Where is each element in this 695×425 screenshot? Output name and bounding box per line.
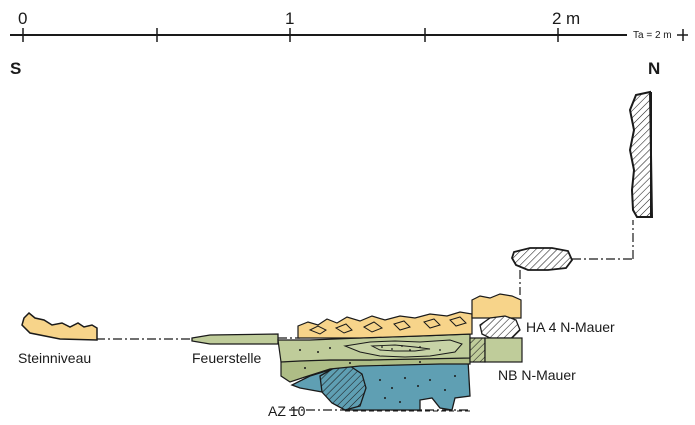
north-wall: [628, 90, 654, 218]
scale-label-0: 0: [18, 9, 27, 28]
ha4-lower-hatch: [469, 337, 486, 363]
upper-stone: [511, 247, 574, 271]
ha4-yellow: [471, 293, 522, 319]
nb-green-block: [484, 337, 523, 363]
az10-stone: [319, 365, 367, 411]
scale-label-unit: m: [566, 9, 580, 28]
ha4-wall: [469, 293, 523, 363]
green-lens-inner: [370, 344, 431, 352]
scale-bar: 0 1 2 m Ta = 2 m: [10, 9, 688, 42]
blue-dots: [379, 375, 456, 403]
ha4-stone-hatch: [479, 315, 521, 339]
orientation-south: S: [10, 59, 21, 78]
label-nb: NB N-Mauer: [498, 367, 576, 383]
profile: [277, 311, 473, 412]
label-ha4: HA 4 N-Mauer: [526, 319, 615, 335]
scale-label-1: 1: [285, 9, 294, 28]
yellow-stones: [308, 316, 467, 335]
label-az10: AZ 10: [268, 403, 306, 419]
scale-note: Ta = 2 m: [633, 30, 672, 41]
feuerstelle-hearth: [191, 333, 279, 345]
orientation-north: N: [648, 59, 660, 78]
green-lens: [343, 339, 463, 358]
north-wall-body: [628, 90, 654, 218]
steinniveau-layer: [21, 311, 98, 341]
label-feuerstelle: Feuerstelle: [192, 350, 261, 366]
label-steinniveau: Steinniveau: [18, 350, 91, 366]
scale-label-2: 2: [552, 9, 561, 28]
green-dots: [299, 345, 441, 369]
yellow-layer: [297, 311, 473, 339]
